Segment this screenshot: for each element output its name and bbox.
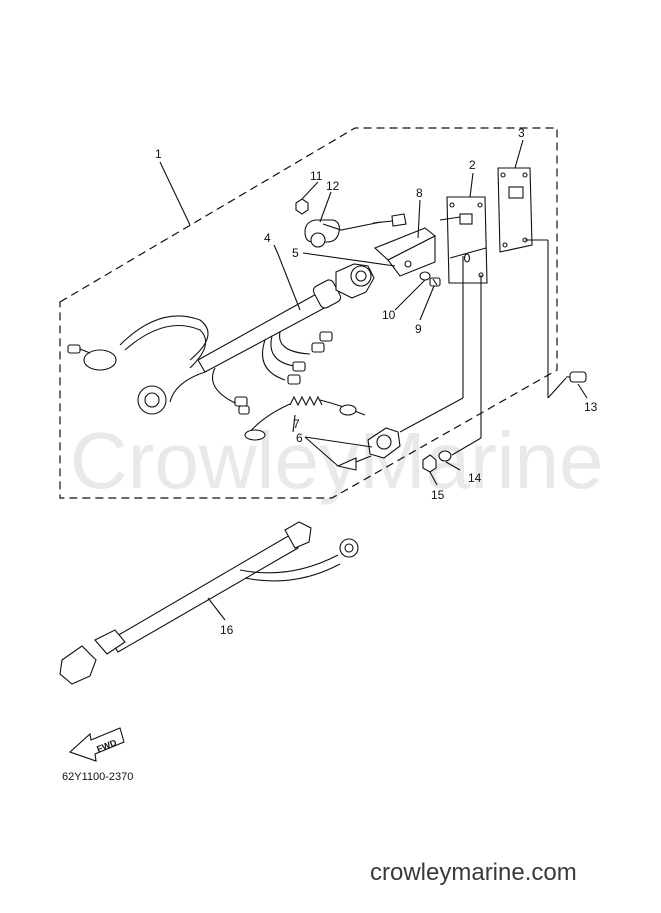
callout-1: 1: [155, 147, 162, 161]
watermark-text: CrowleyMarine: [70, 416, 603, 505]
callout-7: 7: [293, 417, 300, 431]
callout-3: 3: [518, 126, 525, 140]
callout-6: 6: [296, 431, 303, 445]
callout-5: 5: [292, 246, 299, 260]
fwd-arrow-icon: FWD: [68, 727, 125, 762]
callout-15: 15: [431, 488, 445, 502]
assembly-boundary: [59, 127, 558, 499]
callout-4: 4: [264, 231, 271, 245]
nut-11: [295, 198, 309, 215]
screw-13: [566, 371, 587, 383]
callout-9: 9: [415, 322, 422, 336]
callout-2: 2: [469, 158, 476, 172]
callout-13: 13: [584, 400, 598, 414]
callout-11: 11: [310, 169, 323, 183]
callout-10: 10: [382, 308, 396, 322]
plate-3: [497, 167, 533, 253]
bracket-8: [373, 227, 437, 277]
part-code: 62Y1100-2370: [62, 771, 133, 783]
harness-4: [67, 263, 375, 415]
screw-9: [429, 277, 441, 287]
leader-lines: [159, 139, 588, 621]
callout-16: 16: [220, 623, 234, 637]
site-name: crowleymarine.com: [370, 859, 577, 886]
plate-2: [446, 196, 488, 284]
nut-15: [422, 454, 437, 473]
clamp-12: [304, 219, 382, 248]
pin: [372, 213, 407, 227]
callout-12: 12: [326, 179, 340, 193]
harness-16: [59, 521, 359, 685]
switch-6: [336, 427, 401, 471]
washer-14: [438, 450, 452, 462]
callout-14: 14: [468, 471, 482, 485]
callout-8: 8: [416, 186, 423, 200]
washer-10: [419, 271, 431, 281]
lanyard-7: [244, 395, 366, 441]
